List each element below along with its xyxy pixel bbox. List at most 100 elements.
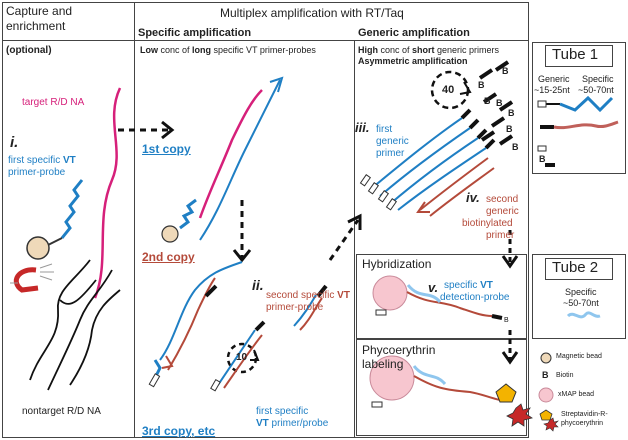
- phycoerythrin-icon: [506, 403, 533, 427]
- tube2-title: Tube 2: [552, 259, 599, 276]
- legend-biotin: Biotin: [556, 372, 574, 379]
- multiplex-header: Multiplex amplification with RT/Taq: [220, 6, 404, 20]
- high-text: High: [358, 45, 378, 55]
- optional-label: (optional): [6, 45, 52, 56]
- biotin-5: B: [508, 108, 515, 118]
- streptavidin-icon: [495, 383, 517, 403]
- specific-vt-primers-text: specific VT primer-probes: [211, 45, 316, 55]
- tube1-generic: Generic: [538, 74, 570, 84]
- short-text: short: [412, 45, 435, 55]
- tube1-box: [532, 42, 626, 174]
- phyco-title-2: labeling: [362, 357, 404, 371]
- iv-text-4: primer: [486, 230, 515, 241]
- asymmetric-label: Asymmetric amplification: [358, 56, 468, 66]
- biotin-1: B: [502, 66, 509, 76]
- tube2-box: [532, 254, 626, 339]
- magnetic-bead-copy1: [161, 225, 179, 243]
- second-specific-label: second specific VT: [266, 290, 350, 301]
- tube1-title-box: [545, 45, 613, 67]
- legend-magnetic: Magnetic bead: [556, 353, 602, 360]
- iii-text-2: generic: [376, 136, 409, 147]
- second-primer-probe-label: primer-probe: [266, 302, 324, 313]
- vt-text: VT: [63, 155, 76, 166]
- legend-xmap: xMAP bead: [558, 391, 595, 398]
- conc-of-text: conc of: [158, 45, 193, 55]
- step-ii-label: ii.: [252, 277, 264, 293]
- iv-text-3: biotinylated: [462, 218, 513, 229]
- first-specific-vt-label: first specific VT: [8, 155, 76, 166]
- hybridization-title: Hybridization: [362, 257, 432, 271]
- phyco-panel: [356, 339, 527, 436]
- copy1-label: 1st copy: [142, 142, 191, 156]
- legend-strep-2: phycoerythrin: [561, 420, 604, 427]
- phyco-title-1: Phycoerythrin: [362, 343, 436, 357]
- generic-panel: [354, 40, 529, 438]
- biotin-7: B: [512, 142, 519, 152]
- tube1-generic-len: ~15-25nt: [534, 85, 570, 95]
- biotin-4: B: [496, 98, 503, 108]
- tube2-specific: Specific: [565, 287, 597, 297]
- tube2-title-box: [545, 258, 613, 280]
- capture-header: Capture and enrichment: [6, 4, 73, 33]
- long-text: long: [192, 45, 212, 55]
- svg-text:B: B: [504, 317, 509, 324]
- first-specific-bottom-label: first specific: [256, 406, 309, 417]
- cycle-10-label: 10: [236, 352, 248, 363]
- target-strand: [93, 87, 122, 299]
- target-label: target R/D NA: [22, 97, 85, 108]
- iv-text-2: generic: [486, 206, 519, 217]
- tube1-specific-len: ~50-70nt: [578, 85, 614, 95]
- cycle-40-label: 40: [442, 84, 455, 96]
- step-v-label: v.: [428, 280, 439, 295]
- legend-magnetic-bead-icon: [540, 352, 552, 364]
- legend-xmap-bead-icon: [538, 387, 554, 403]
- magnet-icon: [13, 267, 39, 293]
- legend-strep-1: Streptavidin-R-: [561, 411, 608, 418]
- biotin-3: B: [484, 96, 491, 106]
- xmap-bead-hybridization: [372, 275, 408, 311]
- primer-probe-label: primer-probe: [8, 167, 66, 178]
- nontarget-label: nontarget R/D NA: [22, 406, 101, 417]
- biotin-6: B: [506, 124, 513, 134]
- cycle-10-icon: [226, 342, 258, 374]
- tube1-specific: Specific: [582, 74, 614, 84]
- v-text-line1: specific VT: [444, 280, 493, 291]
- specific-header: Specific amplification: [138, 27, 252, 39]
- step-i-label: i.: [10, 134, 19, 151]
- second-vt-text: VT: [337, 290, 350, 301]
- generic-header: Generic amplification: [358, 27, 470, 39]
- vt-primer-probe-bottom-label: VT primer/probe: [256, 418, 328, 429]
- biotin-2: B: [478, 80, 485, 90]
- legend-phycoerythrin-icon: [543, 417, 559, 432]
- legend-streptavidin-icon: [539, 409, 553, 421]
- iii-text-1: first: [376, 124, 393, 135]
- first-specific-text: first specific: [8, 155, 64, 166]
- generic-conc-of-text: conc of: [378, 45, 413, 55]
- generic-primers-text: generic primers: [434, 45, 500, 55]
- low-text: Low: [140, 45, 158, 55]
- v-text-line2: detection-probe: [440, 292, 510, 303]
- iii-text-3: primer: [376, 148, 405, 159]
- tube2-specific-len: ~50-70nt: [563, 298, 599, 308]
- low-conc-label: Low conc of long specific VT primer-prob…: [140, 45, 316, 55]
- step-iv-label: iv.: [466, 190, 480, 205]
- primer-probe-bottom-text: primer/probe: [268, 418, 329, 429]
- vt-bottom-text: VT: [256, 418, 269, 429]
- copy3-label: 3rd copy, etc: [142, 424, 216, 438]
- magnetic-bead-icon: [26, 236, 50, 260]
- v-vt-text: VT: [480, 280, 493, 291]
- tube1-title: Tube 1: [552, 46, 599, 63]
- capture-header-divider: [2, 2, 135, 41]
- hybridization-panel: [356, 254, 527, 339]
- v-specific-text: specific: [444, 280, 481, 291]
- step-iii-label: iii.: [355, 120, 370, 135]
- copy2-label: 2nd copy: [142, 250, 195, 264]
- xmap-bead-phyco: [369, 355, 415, 401]
- high-conc-label: High conc of short generic primers: [358, 45, 499, 55]
- tube1-biotin: B: [539, 154, 546, 164]
- second-specific-text: second specific: [266, 290, 338, 301]
- legend-biotin-symbol: B: [542, 370, 549, 380]
- iv-text-1: second: [486, 194, 519, 205]
- specific-primer-probe-i: [60, 179, 84, 239]
